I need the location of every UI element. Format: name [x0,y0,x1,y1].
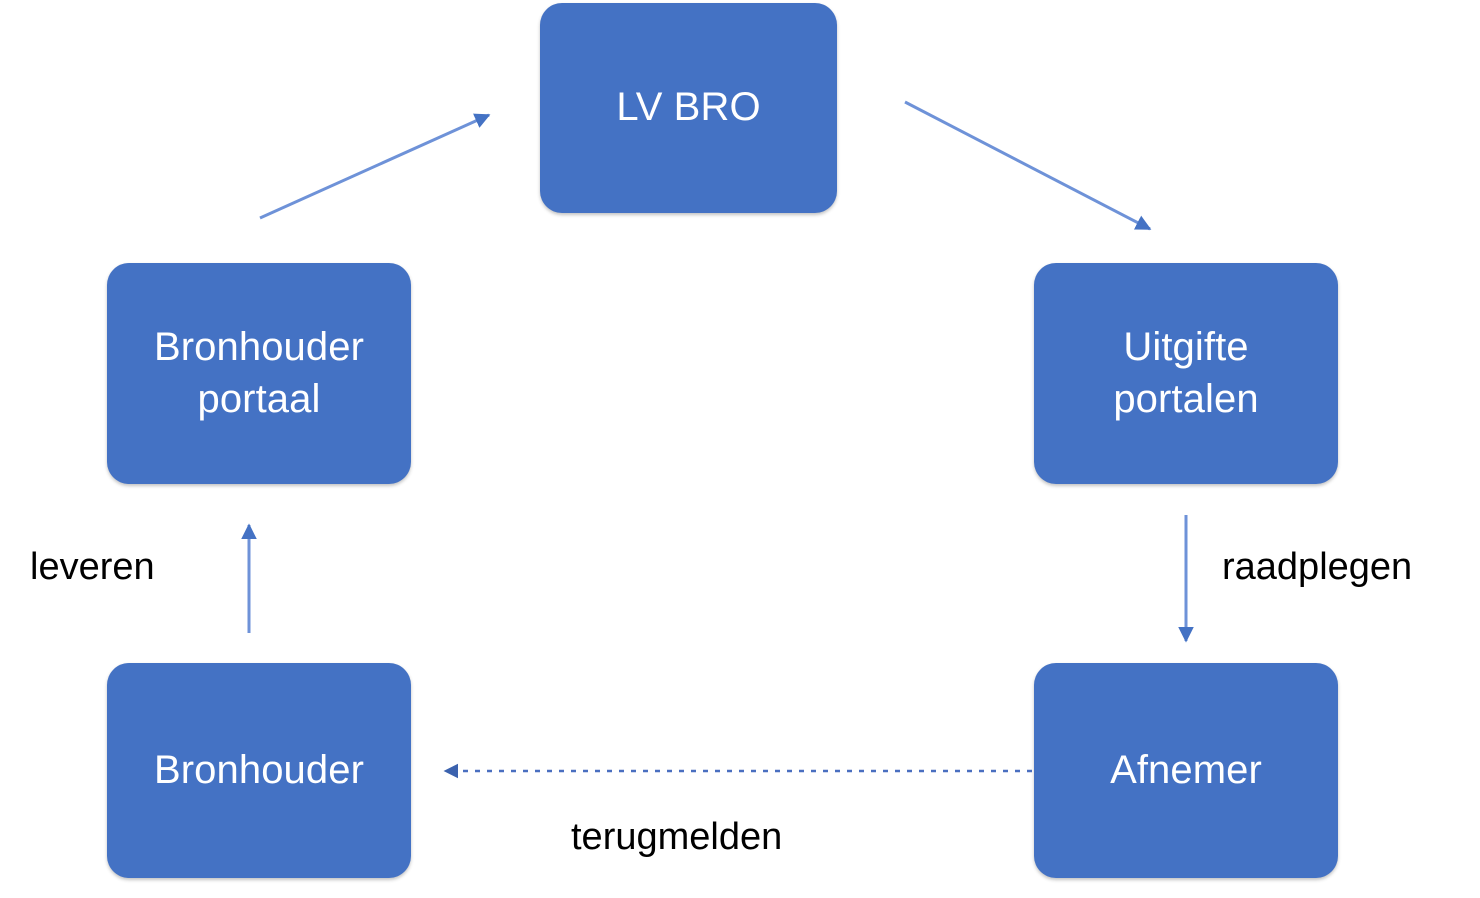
node-afnemer[interactable]: Afnemer [1034,663,1338,878]
node-lv-bro[interactable]: LV BRO [540,3,837,213]
edge-label-terugmelden: terugmelden [571,816,783,858]
node-afnemer-label: Afnemer [1110,747,1262,792]
node-bronhouder-portaal[interactable]: Bronhouder portaal [107,263,411,484]
node-bronhouder[interactable]: Bronhouder [107,663,411,878]
node-uitgifte-portalen-label: Uitgifte portalen [1113,325,1259,421]
edge-label-leveren: leveren [30,546,155,588]
edge-lvbro-to-uitgifte [904,100,1152,231]
node-bronhouder-label: Bronhouder [153,747,365,792]
node-uitgifte-portalen[interactable]: Uitgifte portalen [1034,263,1338,484]
node-bronhouder-portaal-label: Bronhouder portaal [153,325,365,421]
edge-bronportaal-to-lvbro [259,113,491,220]
edge-label-raadplegen: raadplegen [1222,546,1413,588]
node-lv-bro-label: LV BRO [616,85,761,130]
